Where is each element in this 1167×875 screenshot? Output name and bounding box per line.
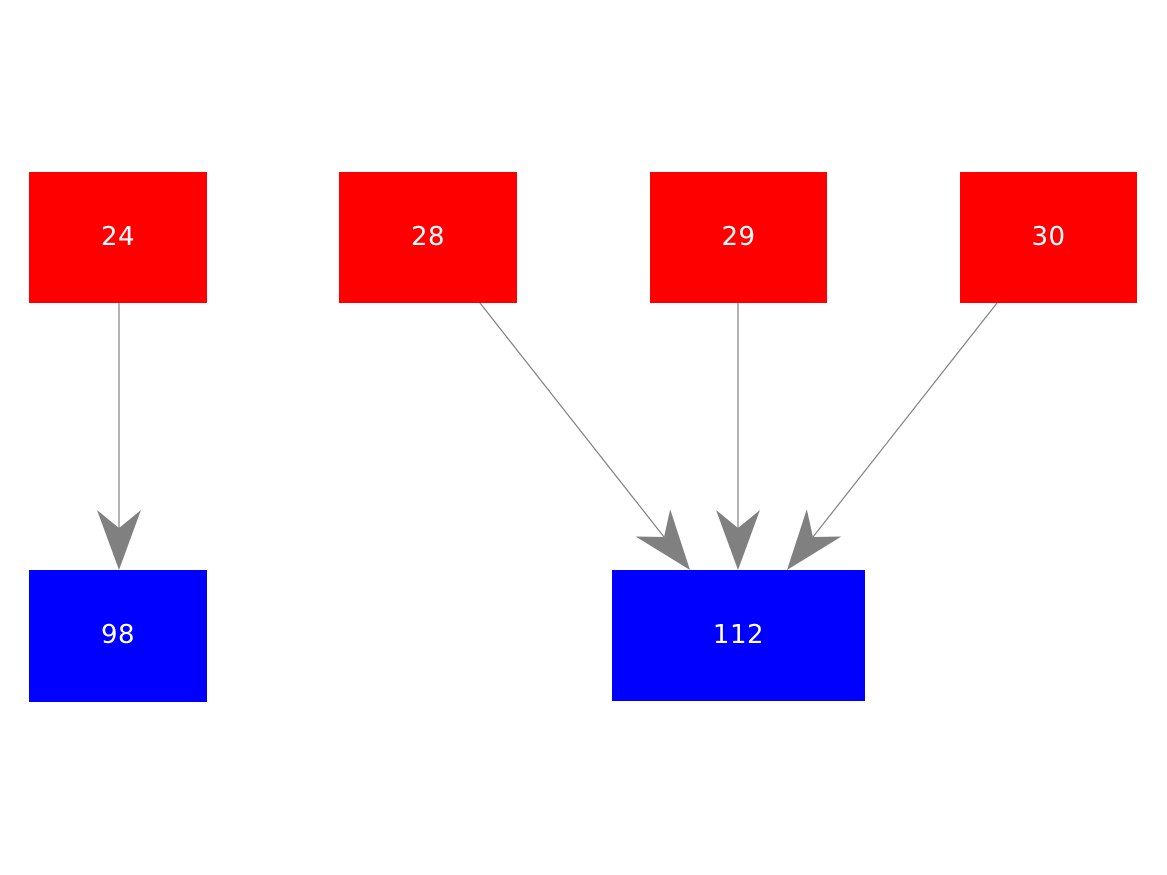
node-label: 112 <box>712 619 765 650</box>
arrowhead-icon <box>716 510 760 570</box>
node-28[interactable]: 28 <box>339 172 517 303</box>
node-label: 30 <box>1031 221 1066 252</box>
edge-line <box>479 302 665 538</box>
edge-30-to-112 <box>787 302 998 570</box>
arrowhead-icon <box>97 510 141 570</box>
node-98[interactable]: 98 <box>29 570 207 702</box>
arrowhead-icon <box>635 509 690 570</box>
edge-24-to-98 <box>97 303 141 570</box>
node-label: 24 <box>100 221 136 252</box>
node-30[interactable]: 30 <box>960 172 1137 303</box>
node-24[interactable]: 24 <box>29 172 207 303</box>
edge-28-to-112 <box>479 302 690 570</box>
edge-line <box>812 302 998 538</box>
node-label: 98 <box>100 620 136 650</box>
node-29[interactable]: 29 <box>650 172 827 303</box>
arrowhead-icon <box>787 509 842 570</box>
node-label: 28 <box>410 221 446 252</box>
node-label: 29 <box>721 221 756 252</box>
node-112[interactable]: 112 <box>612 570 865 701</box>
edge-29-to-112 <box>716 303 760 570</box>
